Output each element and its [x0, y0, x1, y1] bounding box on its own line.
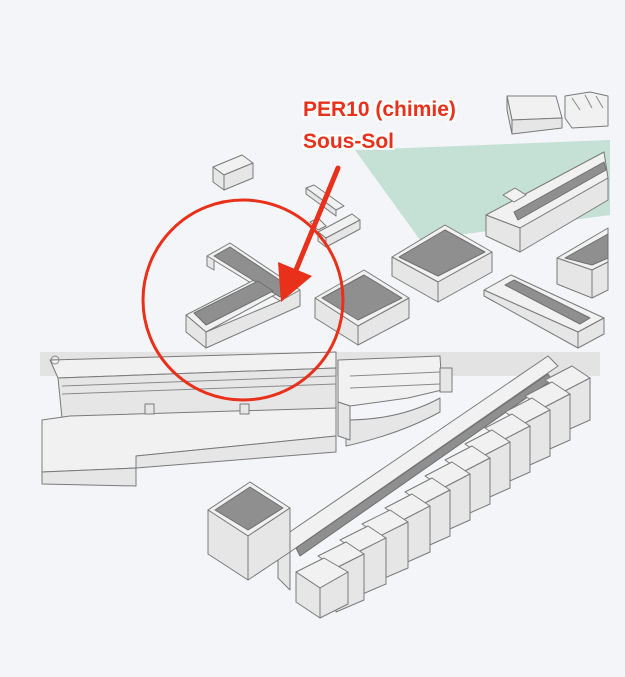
annotation-label-line-1: PER10 (chimie): [303, 98, 456, 121]
building-curved: [337, 355, 453, 447]
annotation-arrow-head: [278, 262, 312, 302]
building-top-right: [506, 91, 609, 135]
highlight-circle: [141, 198, 345, 402]
building-long-right: [485, 151, 609, 253]
building-slanted-flat: [483, 274, 605, 349]
building-small-1: [212, 154, 254, 191]
building-complex-left: [41, 351, 337, 487]
annotation-label-line-2: Sous-Sol: [303, 130, 395, 153]
building-per10: [185, 242, 301, 349]
building-right-edge: [556, 227, 609, 299]
building-square-2: [391, 224, 493, 303]
building-square-1: [314, 269, 410, 346]
building-thin-bars: [305, 184, 361, 248]
building-row-diagonal: [277, 355, 591, 619]
building-square-3: [207, 481, 291, 581]
annotation-arrow-shaft: [293, 165, 341, 273]
